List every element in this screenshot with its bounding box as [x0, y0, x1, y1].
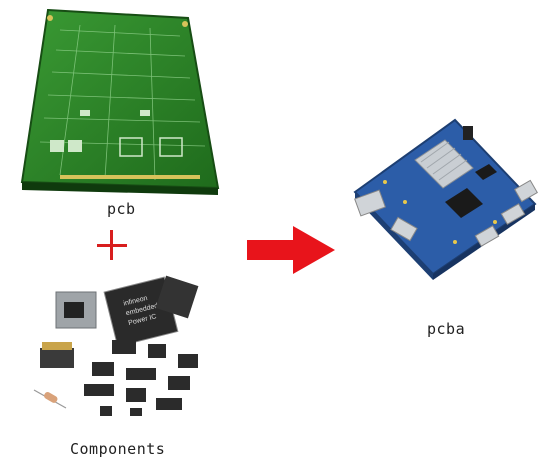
components-label: Components	[70, 440, 166, 458]
components-image: infineon embedded Power IC	[33, 275, 199, 416]
pcba-label: pcba	[427, 320, 466, 338]
pcb-board-image	[20, 8, 220, 195]
plus-icon	[97, 230, 127, 260]
arrow-icon	[247, 226, 335, 274]
pcba-board-image	[353, 118, 538, 280]
pcb-label: pcb	[107, 200, 136, 218]
